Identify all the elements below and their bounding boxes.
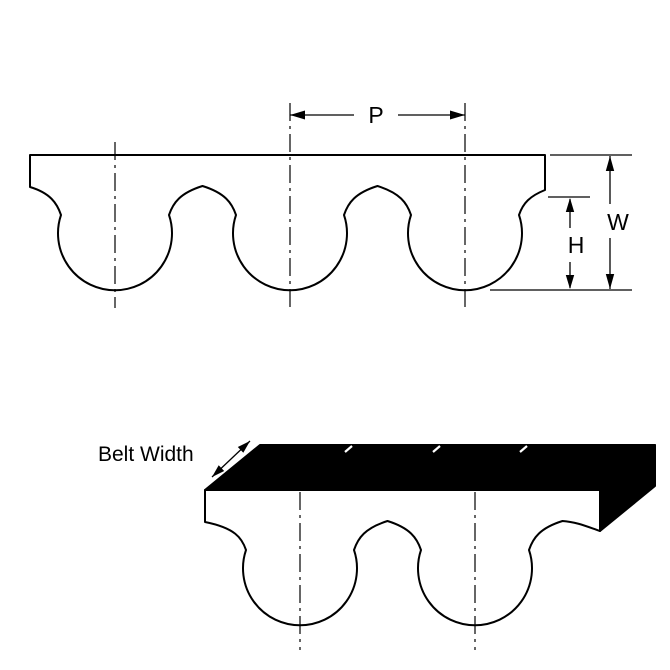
belt-profile-section: P W H — [29, 102, 632, 308]
belt-width-arrow-head-lower — [212, 465, 225, 477]
dimension-pitch: P — [290, 102, 465, 128]
w-arrow-down — [605, 274, 615, 289]
belt-3d-front-face — [204, 489, 601, 627]
belt-3d-view: Belt Width — [98, 440, 656, 650]
top-face-notch-2 — [432, 445, 441, 453]
top-face-notch-3 — [519, 445, 528, 453]
w-label: W — [607, 209, 629, 235]
pitch-arrow-left — [290, 110, 305, 120]
belt-width-label: Belt Width — [98, 443, 194, 466]
w-arrow-up — [605, 156, 615, 171]
h-label: H — [568, 232, 585, 258]
pitch-arrow-right — [450, 110, 465, 120]
belt-3d-top-face — [204, 444, 656, 491]
belt-3d-side-face — [599, 444, 656, 532]
h-arrow-down — [565, 275, 575, 289]
belt-width-callout: Belt Width — [98, 440, 251, 478]
dimension-overall-height: W — [490, 154, 632, 291]
h-arrow-up — [565, 198, 575, 212]
belt-width-arrow-head-upper — [237, 441, 250, 453]
dimension-tooth-height: H — [548, 196, 590, 289]
pitch-label: P — [368, 102, 383, 128]
top-face-notch-1 — [344, 445, 353, 453]
belt-profile-outline — [29, 154, 546, 292]
